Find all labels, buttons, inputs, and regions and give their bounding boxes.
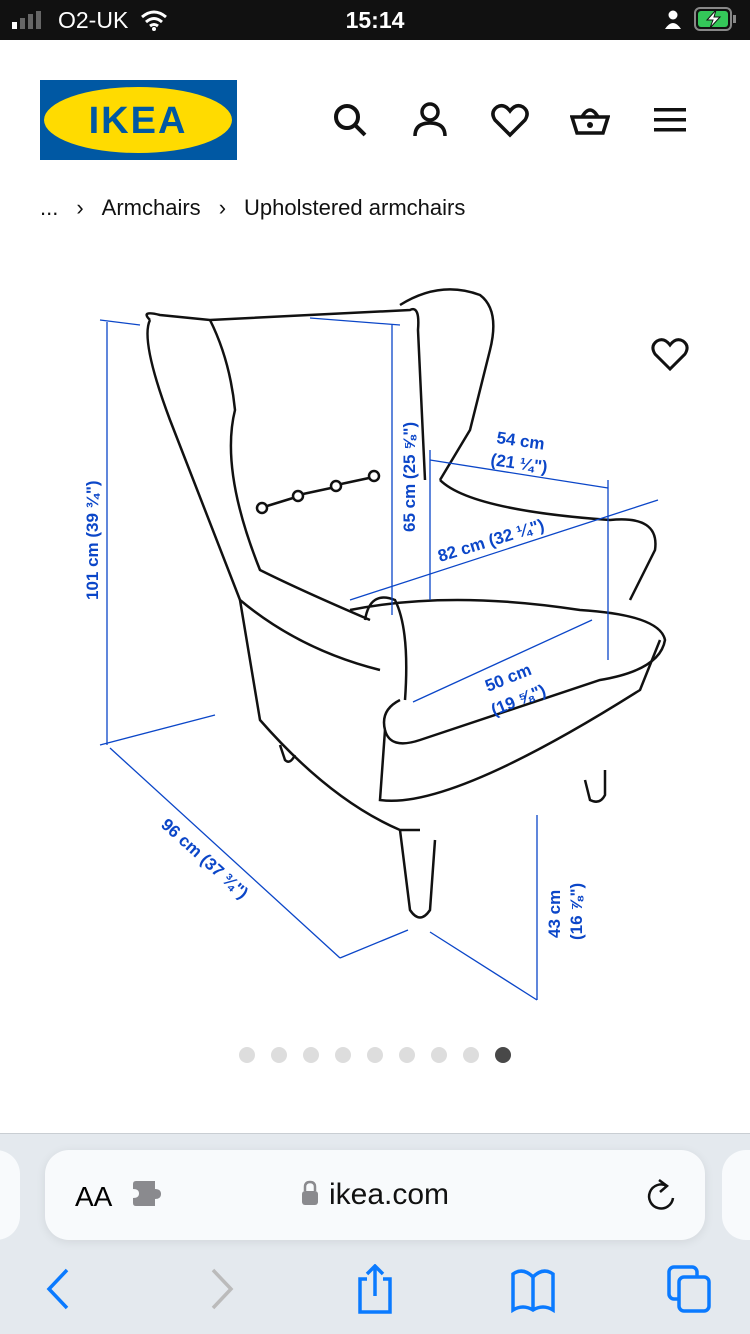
carousel-dot[interactable] [367,1047,383,1063]
breadcrumb-ellipsis[interactable]: ... [40,195,59,220]
product-dimension-image[interactable]: 101 cm (39 ¾") 65 cm (25 ⅝") 54 cm (21 ¼… [0,270,750,1030]
carousel-dot[interactable] [303,1047,319,1063]
lock-icon [301,1180,318,1205]
person-icon [665,10,681,29]
forward-icon[interactable] [195,1264,245,1314]
carousel-dot[interactable] [239,1047,255,1063]
carousel-dot[interactable] [463,1047,479,1063]
safari-toolbar: AA ikea.com [0,1133,750,1334]
svg-text:IKEA: IKEA [89,100,188,142]
user-icon[interactable] [410,100,450,140]
ikea-logo[interactable]: IKEA [40,80,237,160]
basket-icon[interactable] [570,100,610,140]
menu-icon[interactable] [650,100,690,140]
dim-depth-total: 96 cm (37 ¾") [157,815,252,903]
signal-icon [12,11,41,29]
url-text: ikea.com [328,1178,450,1211]
carousel-indicator [239,1047,511,1063]
battery-charging-icon [694,7,736,31]
carousel-dot-active[interactable] [495,1047,511,1063]
previous-tab-preview[interactable] [0,1150,20,1240]
dim-seat-width-imperial: (21 ¼") [489,450,548,477]
breadcrumb-upholstered-armchairs[interactable]: Upholstered armchairs [244,195,466,220]
chevron-right-icon: › [76,195,84,220]
add-to-favourites-heart-icon[interactable] [650,334,690,374]
bookmarks-icon[interactable] [508,1264,558,1314]
search-icon[interactable] [330,100,370,140]
share-icon[interactable] [350,1264,400,1314]
wifi-icon [141,10,167,31]
url-display[interactable]: ikea.com [45,1178,705,1212]
dim-seat-height: 43 cm [545,890,564,938]
tabs-icon[interactable] [665,1264,715,1314]
next-tab-preview[interactable] [722,1150,750,1240]
carrier: O2-UK [58,7,129,33]
carousel-dot[interactable] [431,1047,447,1063]
carousel-dot[interactable] [335,1047,351,1063]
carousel-dot[interactable] [399,1047,415,1063]
extension-puzzle-icon[interactable] [133,1181,165,1209]
clock: 15:14 [345,7,405,33]
breadcrumb: ... › Armchairs › Upholstered armchairs [40,195,465,221]
text-size-button[interactable]: AA [75,1181,113,1212]
back-icon[interactable] [35,1264,85,1314]
breadcrumb-armchairs[interactable]: Armchairs [101,195,201,220]
carousel-dot[interactable] [271,1047,287,1063]
armchair-drawing [145,288,667,919]
dim-seat-width: 54 cm [495,428,545,454]
reload-icon[interactable] [645,1178,679,1214]
address-bar[interactable]: AA ikea.com [45,1150,705,1240]
dim-seat-height-imperial: (16 ⅞") [567,883,586,940]
dimension-lines [99,317,659,1001]
dim-height-total: 101 cm (39 ¾") [83,480,102,600]
heart-icon[interactable] [490,100,530,140]
chevron-right-icon: › [218,195,227,220]
site-header: IKEA [0,80,750,160]
dim-width-total: 82 cm (32 ¼") [436,515,547,565]
dim-back-height: 65 cm (25 ⅝") [400,422,419,532]
status-bar: O2-UK 15:14 [0,0,750,40]
